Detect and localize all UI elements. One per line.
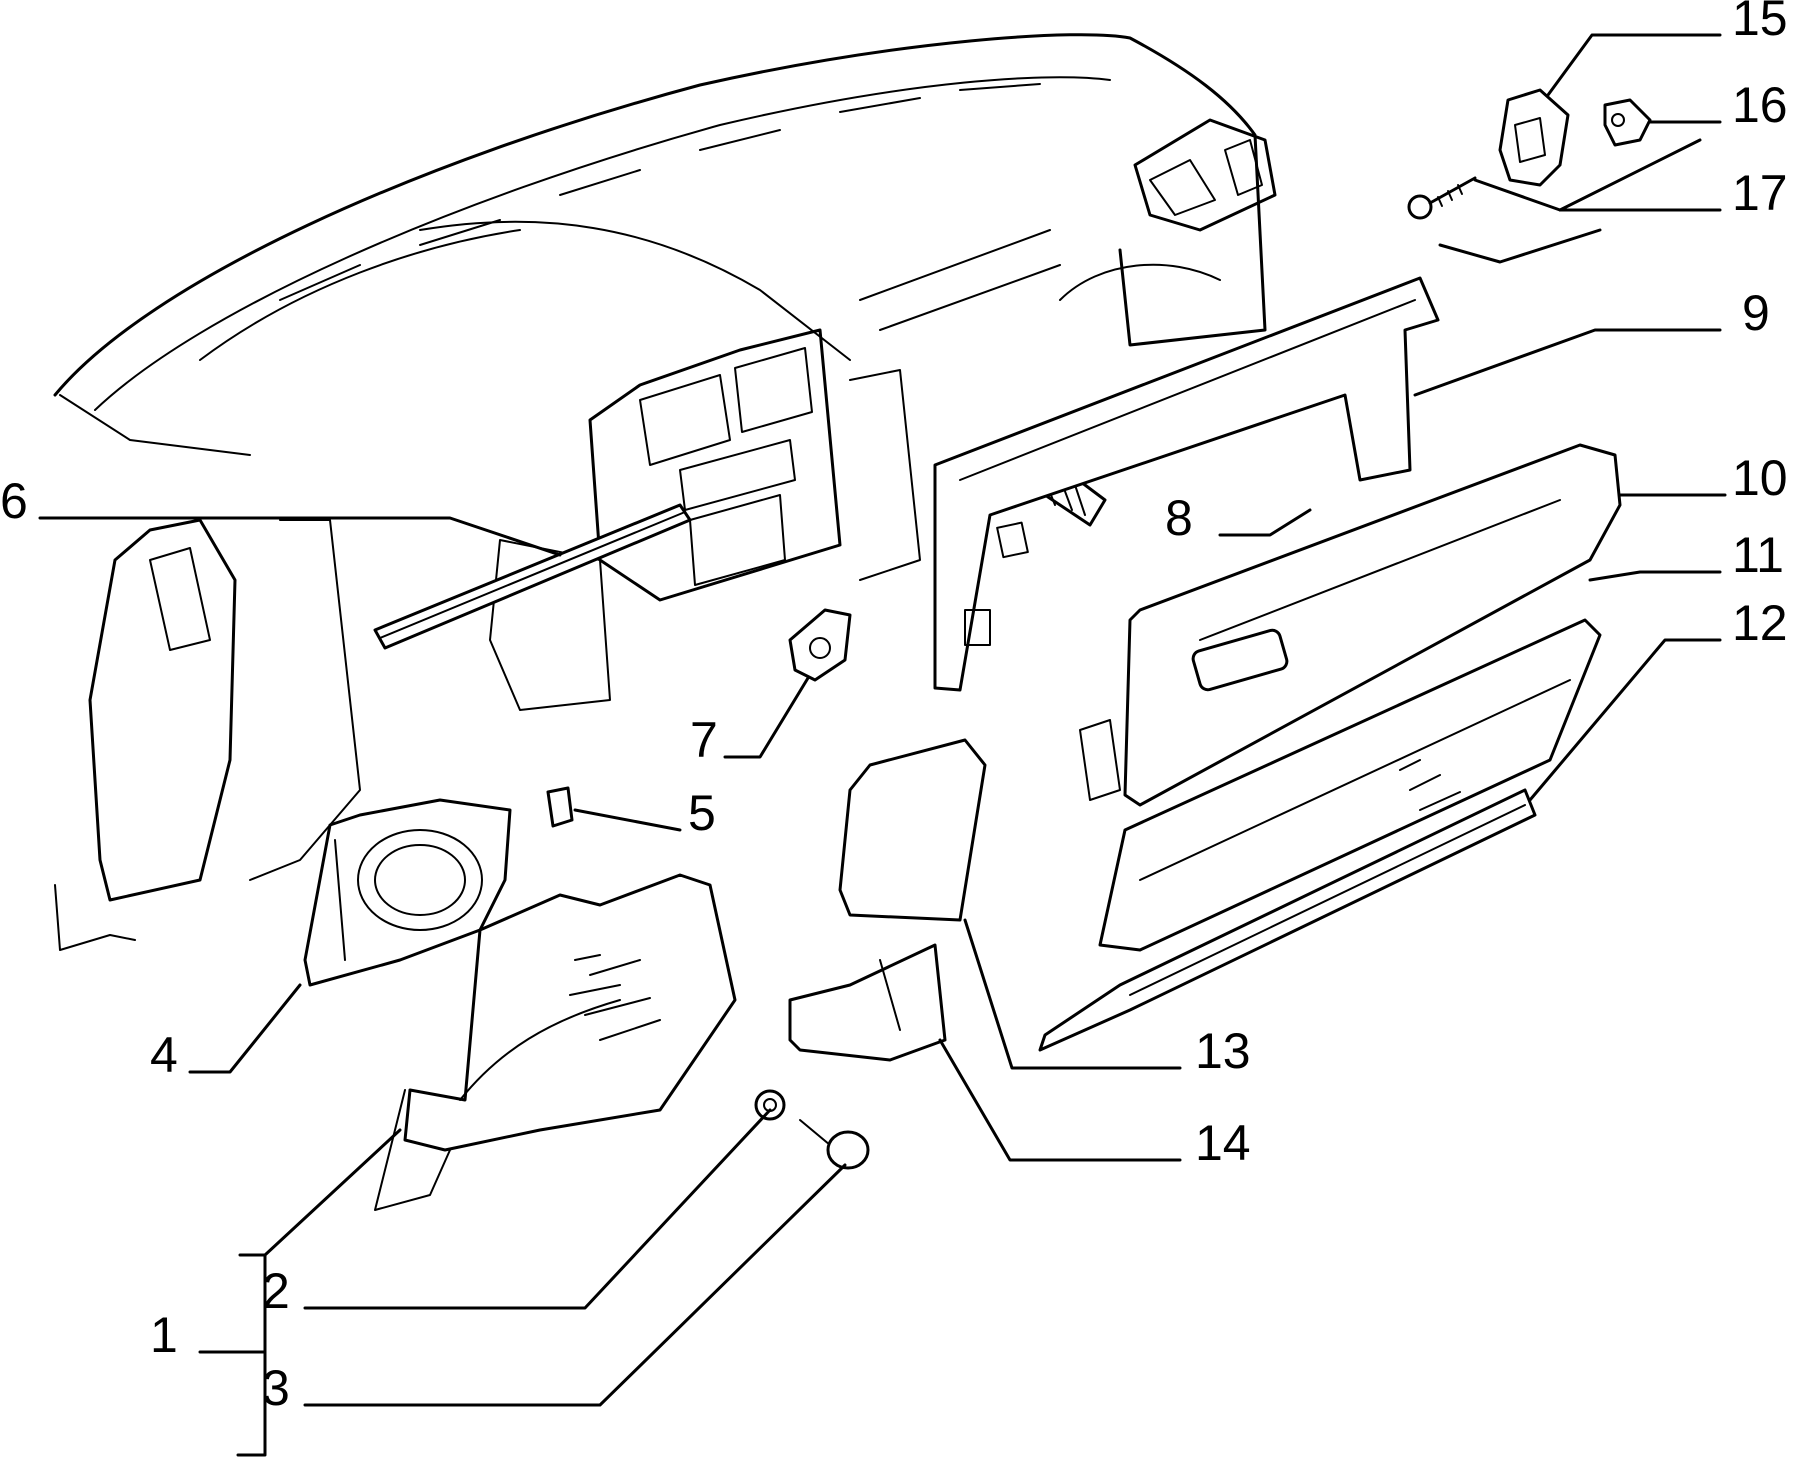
callout-9: 9 — [1742, 285, 1770, 341]
leader-14 — [938, 1038, 1182, 1162]
part-2-washer — [754, 1089, 786, 1121]
part-3-lock-cylinder — [799, 1119, 870, 1170]
leader-2b — [263, 1128, 402, 1257]
part-10-glovebox-lid — [1079, 443, 1622, 807]
callout-15: 15 — [1732, 0, 1788, 46]
callout-7: 7 — [690, 712, 718, 768]
callout-10: 10 — [1732, 450, 1788, 506]
leader-17 — [1473, 178, 1722, 212]
part-6-trim-strip — [373, 503, 692, 650]
part-2-lower-panel — [374, 873, 737, 1211]
leader-9 — [1413, 328, 1722, 397]
part-9-glovebox-frame — [933, 276, 1440, 692]
leader-8 — [1218, 508, 1312, 537]
callout-3: 3 — [262, 1360, 290, 1416]
leader-2 — [303, 1108, 772, 1310]
leader-12 — [1528, 638, 1722, 802]
part-11-inner-panel — [1098, 618, 1602, 952]
callout-6: 6 — [0, 473, 28, 529]
leader-4 — [188, 983, 302, 1074]
part-12-shelf-strip — [1038, 788, 1537, 1052]
leader-15 — [1546, 33, 1722, 97]
part-4-speaker-frame — [303, 798, 512, 987]
leader-3 — [303, 1163, 847, 1407]
dashboard-panel — [53, 33, 1277, 951]
callout-13: 13 — [1195, 1023, 1251, 1079]
part-14-bracket — [788, 943, 947, 1062]
callout-labels: 1 2 3 4 5 6 7 8 9 10 11 12 13 14 15 16 1… — [0, 0, 1788, 1416]
callout-12: 12 — [1732, 595, 1788, 651]
callout-11: 11 — [1732, 527, 1784, 583]
callout-8: 8 — [1165, 490, 1193, 546]
callout-1: 1 — [150, 1307, 178, 1363]
leader-1-bracket — [236, 1253, 267, 1457]
part-5-clip — [546, 786, 574, 828]
callout-16: 16 — [1732, 77, 1788, 133]
leader-13 — [963, 918, 1182, 1070]
leader-7 — [723, 676, 810, 759]
part-16-clip — [1603, 98, 1652, 147]
part-17-screw — [1407, 176, 1477, 220]
callout-4: 4 — [150, 1027, 178, 1083]
callout-5: 5 — [688, 785, 716, 841]
leader-5 — [573, 808, 682, 832]
leader-lines — [38, 33, 1727, 1457]
leader-17b — [1438, 138, 1702, 264]
callout-2: 2 — [262, 1263, 290, 1319]
callout-17: 17 — [1732, 165, 1788, 221]
part-13-side-cover — [838, 738, 987, 922]
leader-6 — [38, 516, 562, 557]
part-7-vent-bezel — [788, 608, 852, 682]
callout-14: 14 — [1195, 1115, 1251, 1171]
leader-11 — [1588, 570, 1722, 582]
part-15-switch-cover — [1498, 88, 1570, 187]
